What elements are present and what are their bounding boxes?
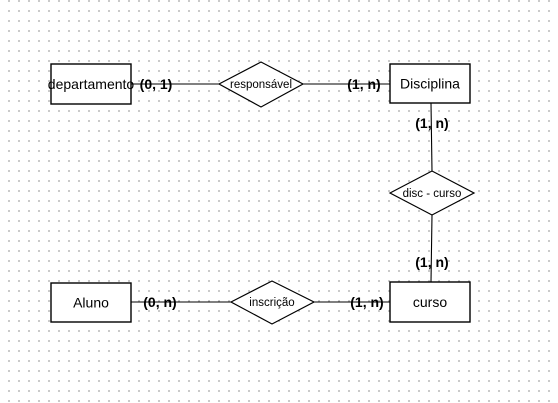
- cardinality-inscricao-curso: (1, n): [350, 294, 383, 310]
- entity-aluno[interactable]: Aluno: [50, 282, 132, 323]
- cardinality-aluno-inscricao: (0, n): [143, 294, 176, 310]
- relationship-disc-curso[interactable]: disc - curso: [388, 170, 476, 216]
- relationship-inscricao-label: inscrição: [249, 297, 294, 309]
- entity-aluno-label: Aluno: [73, 295, 109, 311]
- edge-disciplina-disc-curso: [430, 102, 433, 172]
- relationship-inscricao[interactable]: inscrição: [229, 280, 316, 325]
- entity-disciplina-label: Disciplina: [400, 76, 460, 92]
- relationship-disc-curso-label: disc - curso: [403, 188, 462, 200]
- edge-disc-curso-curso: [430, 214, 433, 283]
- cardinality-departamento-responsavel: (0, 1): [140, 76, 173, 92]
- relationship-responsavel[interactable]: responsável: [217, 61, 305, 108]
- relationship-responsavel-label: responsável: [230, 79, 292, 91]
- entity-disciplina[interactable]: Disciplina: [389, 63, 471, 104]
- cardinality-disciplina-disc-curso: (1, n): [415, 115, 448, 131]
- entity-departamento-label: departamento: [48, 76, 135, 92]
- entity-curso-label: curso: [413, 294, 447, 310]
- entity-departamento[interactable]: departamento: [48, 63, 135, 105]
- cardinality-responsavel-disciplina: (1, n): [347, 76, 380, 92]
- entity-curso[interactable]: curso: [389, 281, 471, 323]
- cardinality-disc-curso-curso: (1, n): [415, 254, 448, 270]
